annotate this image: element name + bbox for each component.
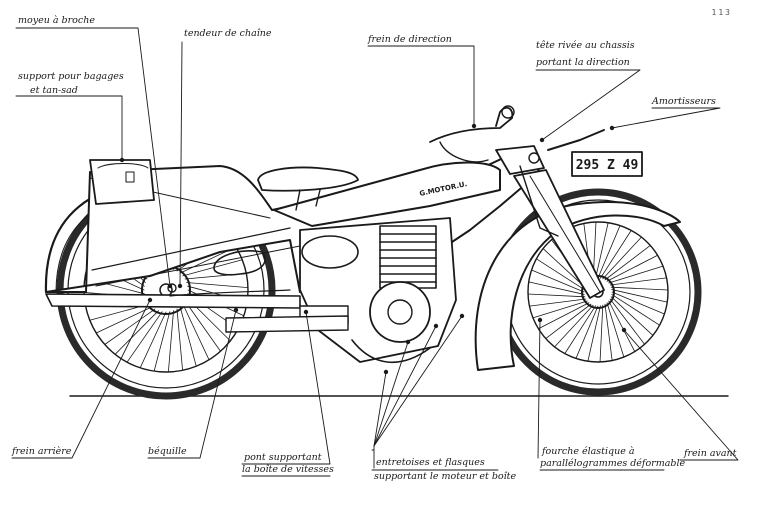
label-tendeur-de-chaine: tendeur de chaîne bbox=[184, 28, 272, 39]
fuel-tank bbox=[273, 161, 501, 227]
anchor-dots bbox=[119, 123, 627, 375]
label-fourche-elastique-line2: parallélogrammes déformable bbox=[540, 458, 686, 469]
engine bbox=[289, 217, 457, 363]
shock-absorber bbox=[547, 129, 605, 151]
label-pont-supportant-line2: la boîte de vitesses bbox=[242, 464, 334, 475]
license-plate bbox=[571, 151, 643, 177]
front-fork bbox=[513, 169, 605, 299]
label-frein-avant: frein avant bbox=[684, 448, 737, 459]
label-entretoises-line2: supportant le moteur et boîte bbox=[374, 471, 517, 482]
label-frein-arriere: frein arrière bbox=[12, 446, 72, 457]
label-moyeu-a-broche: moyeu à broche bbox=[18, 15, 95, 26]
leader-lines bbox=[11, 27, 739, 477]
label-support-bagages-line1: support pour bagages bbox=[18, 71, 124, 82]
seat bbox=[257, 166, 359, 192]
label-tete-rivee-line1: tête rivée au chassis bbox=[536, 40, 635, 51]
license-plate-number: 295 Z 49 bbox=[576, 158, 639, 173]
handlebar bbox=[429, 106, 514, 143]
label-pont-supportant-line1: pont supportant bbox=[244, 452, 322, 463]
label-support-bagages-line2: et tan-sad bbox=[30, 85, 78, 96]
label-fourche-elastique-line1: fourche élastique à bbox=[542, 446, 635, 457]
luggage-carrier bbox=[89, 159, 155, 205]
label-amortisseurs: Amortisseurs bbox=[652, 96, 716, 107]
label-bequille: béquille bbox=[148, 446, 187, 457]
label-frein-de-direction: frein de direction bbox=[368, 34, 452, 45]
page-number: 113 bbox=[711, 8, 732, 17]
label-tete-rivee-line2: portant la direction bbox=[536, 57, 630, 68]
label-entretoises-line1: entretoises et flasques bbox=[376, 457, 485, 468]
exhaust-pipe bbox=[225, 315, 349, 333]
front-mudguard bbox=[474, 200, 681, 371]
